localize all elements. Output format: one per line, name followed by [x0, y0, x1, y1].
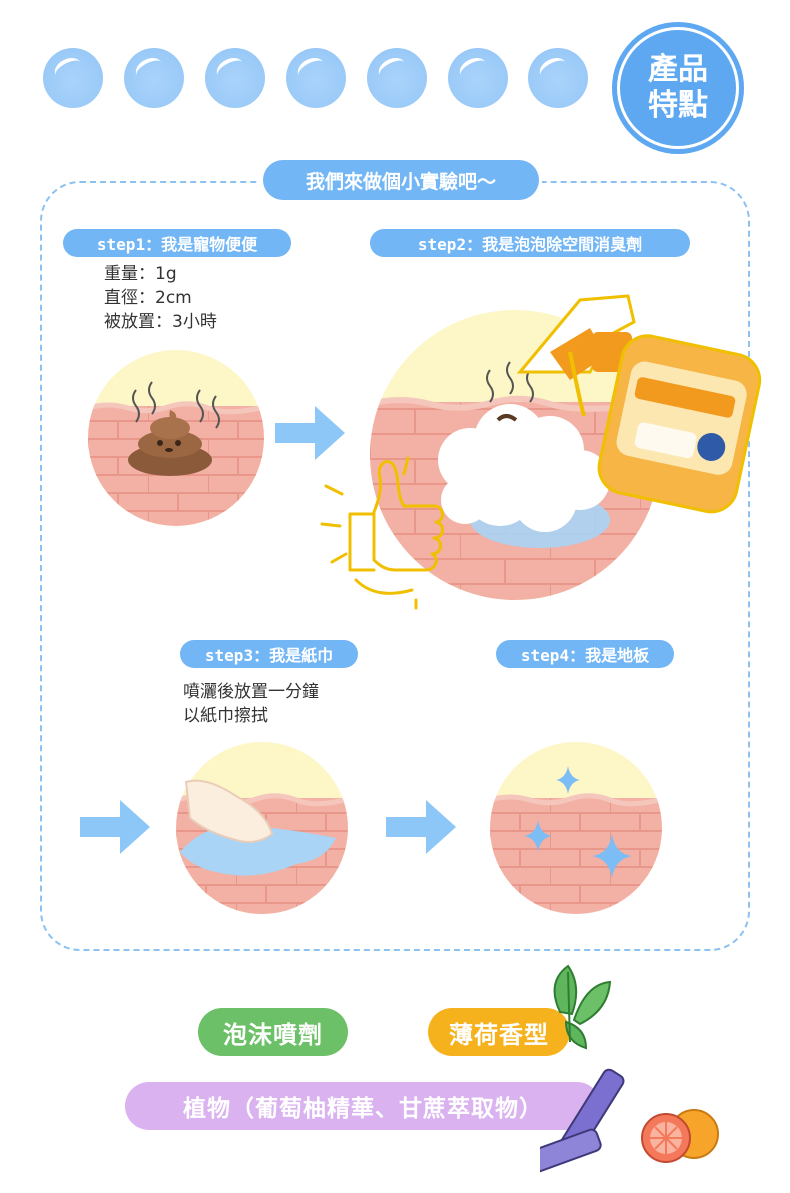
bubble-icon [367, 48, 427, 108]
bubble-icon [528, 48, 588, 108]
bubble-icon [286, 48, 346, 108]
sparkle-icon [524, 820, 552, 852]
badge-line-1: 產品 [648, 52, 708, 87]
step4-label: step4：我是地板 [496, 640, 674, 668]
foam-spray-tag: 泡沫噴劑 [198, 1008, 348, 1056]
step1-weight: 重量：1g [104, 264, 177, 284]
step1-label: step1：我是寵物便便 [63, 229, 291, 257]
step1-time: 被放置：3小時 [104, 312, 217, 332]
bubble-icon [205, 48, 265, 108]
sparkle-icon [592, 834, 632, 878]
mint-scent-tag: 薄荷香型 [428, 1008, 570, 1056]
grapefruit-icon [641, 1109, 719, 1163]
bubble-icon [43, 48, 103, 108]
sparkle-icon [556, 766, 580, 794]
product-features-badge: 產品 特點 [612, 22, 744, 154]
sugarcane-icon [540, 1068, 625, 1176]
arrow-right-icon [275, 406, 345, 460]
bubble-icon [448, 48, 508, 108]
step2-label: step2：我是泡泡除空間消臭劑 [370, 229, 690, 257]
thumbs-up-icon [320, 456, 444, 610]
plant-ingredients-tag: 植物（葡萄柚精華、甘蔗萃取物） [125, 1082, 601, 1130]
mint-leaf-icon [553, 964, 612, 1050]
spray-bottle-icon [516, 294, 762, 514]
step4-scene [490, 742, 662, 914]
badge-line-2: 特點 [648, 88, 708, 123]
experiment-title: 我們來做個小實驗吧～ [263, 160, 539, 200]
arrow-right-icon [386, 800, 456, 854]
step1-scene [88, 350, 264, 526]
step3-label: step3：我是紙巾 [180, 640, 358, 668]
tissue-hand-icon [180, 779, 336, 876]
step3-scene [176, 742, 348, 914]
step3-desc-1: 噴灑後放置一分鐘 [183, 682, 319, 702]
foam-cloud [438, 404, 610, 548]
step1-diameter: 直徑：2cm [104, 288, 192, 308]
bubble-icon [124, 48, 184, 108]
step2-scene [370, 310, 660, 600]
step3-desc-2: 以紙巾擦拭 [183, 706, 268, 726]
poop-icon [128, 410, 212, 476]
arrow-right-icon [80, 800, 150, 854]
